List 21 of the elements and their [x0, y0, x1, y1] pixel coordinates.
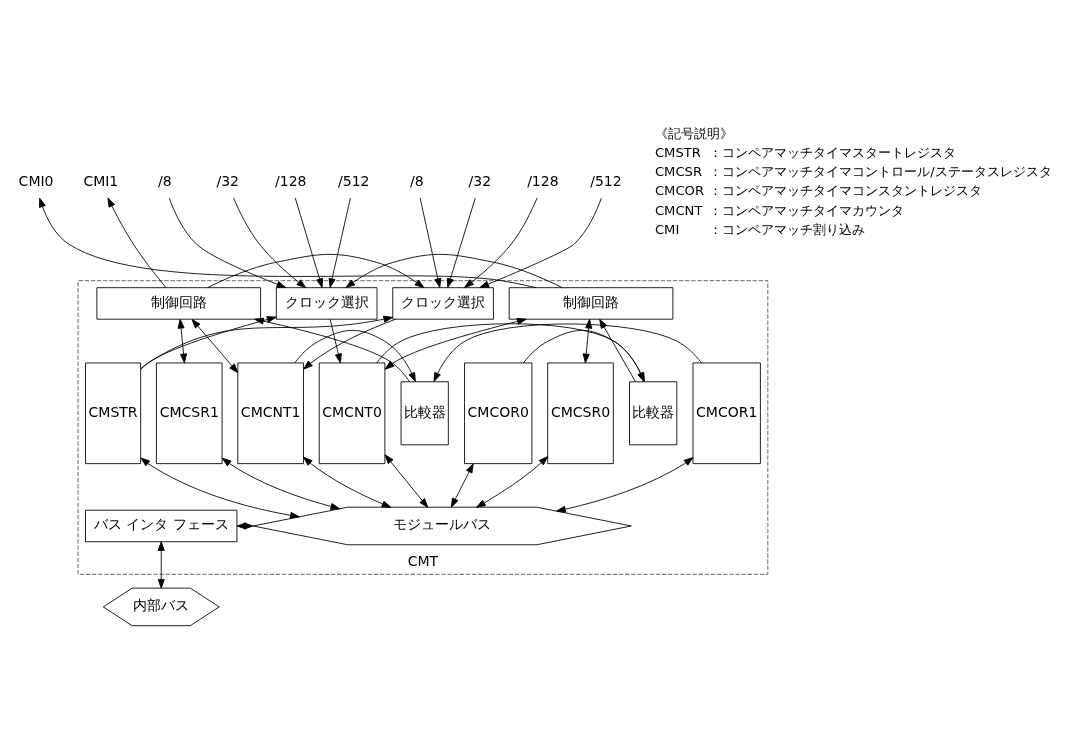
label: CMI — [654, 221, 680, 237]
node-text: /128 — [527, 172, 559, 189]
label: ：コンペアマッチタイマコントロール/ステータスレジスタ — [709, 164, 1052, 180]
node-text: CMI0 — [18, 172, 54, 189]
label: ：コンペアマッチ割り込み — [709, 221, 866, 237]
node-text: /32 — [468, 172, 492, 189]
node-text: /512 — [338, 172, 370, 189]
label: ：コンペアマッチタイマカウンタ — [709, 202, 905, 218]
label: CMCSR — [654, 164, 703, 180]
node-text: /512 — [590, 172, 622, 189]
label: 《記号説明》 — [654, 125, 733, 141]
node-text: /8 — [410, 172, 424, 189]
node-text: /8 — [157, 172, 172, 189]
label: CMSTR — [654, 144, 701, 160]
node-text: /32 — [216, 172, 240, 189]
node-text: /128 — [275, 172, 307, 189]
label: CMCOR — [654, 183, 705, 199]
label: ：コンペアマッチタイマスタートレジスタ — [709, 144, 957, 160]
node-text: CMI1 — [83, 172, 119, 189]
label: ：コンペアマッチタイマコンスタントレジスタ — [709, 183, 983, 199]
label: CMCNT — [654, 202, 703, 218]
